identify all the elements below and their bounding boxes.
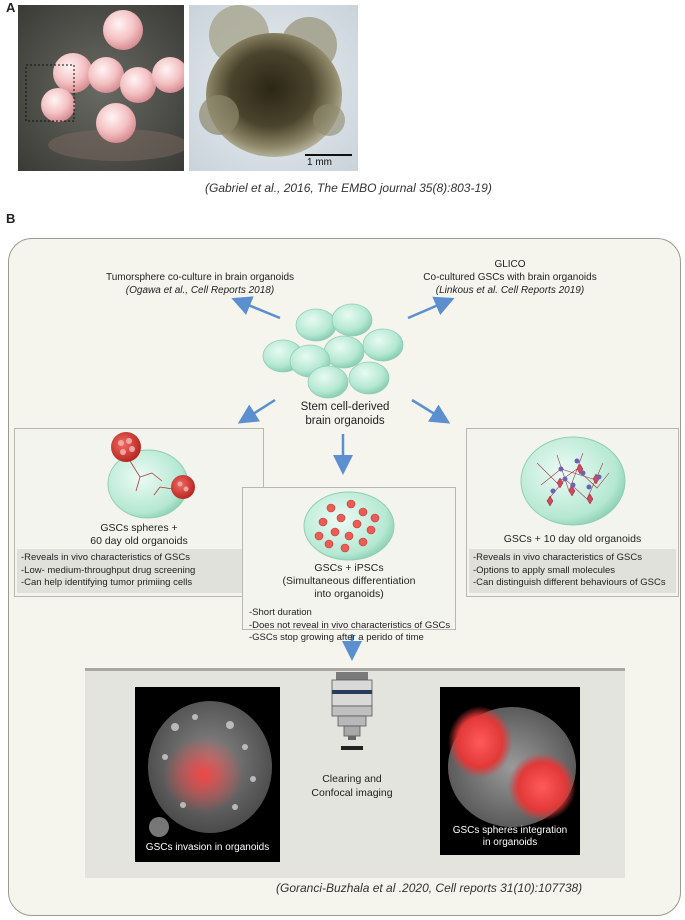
gscs-10day-box: GSCs + 10 day old organoids -Reveals in …	[466, 428, 679, 597]
gscs-ipscs-caption-3: into organoids)	[314, 588, 384, 600]
gscs-10day-illustration	[520, 436, 626, 526]
glico-citation: (Linkous et al. Cell Reports 2019)	[435, 285, 585, 296]
panel-b-citation: (Goranci-Buzhala et al .2020, Cell repor…	[276, 881, 583, 895]
bullet-item: -Low- medium-throughput drug screening	[21, 564, 196, 576]
gscs-integration-label-2: in organoids	[482, 837, 538, 848]
organoid-photo-left	[18, 5, 184, 171]
center-label-line2: brain organoids	[305, 415, 385, 427]
central-organoid-cluster	[262, 303, 404, 399]
bullet-item: -Options to apply small molecules	[473, 564, 616, 576]
gscs-spheres-caption: GSCs spheres + 60 day old organoids	[15, 522, 263, 548]
imaging-method-label: Clearing and Confocal imaging	[292, 772, 412, 800]
panel-a-label: A	[6, 0, 16, 15]
bullet-item: -GSCs stop growing after a perido of tim…	[249, 632, 424, 643]
gscs-10day-caption: GSCs + 10 day old organoids	[503, 533, 642, 545]
gscs-invasion-image: GSCs invasion in organoids	[135, 687, 280, 862]
imaging-method-line1: Clearing and	[322, 773, 382, 785]
microscope-icon	[331, 672, 373, 750]
bullet-item: -Can distinguish different behaviours of…	[473, 577, 666, 588]
bullet-item: -Can help identifying tumor primiing cel…	[21, 577, 193, 588]
center-label: Stem cell-derived brain organoids	[262, 400, 428, 428]
gscs-ipscs-caption-1: GSCs + iPSCs	[314, 562, 384, 574]
gscs-invasion-label: GSCs invasion in organoids	[145, 842, 270, 853]
gscs-spheres-box: GSCs spheres + 60 day old organoids -Rev…	[14, 428, 264, 597]
tumorsphere-citation: (Ogawa et al., Cell Reports 2018)	[125, 285, 275, 296]
glico-title: GLICO	[494, 259, 526, 270]
scale-bar-label: 1 mm	[307, 157, 332, 168]
gscs-ipscs-illustration	[303, 491, 395, 561]
gscs-ipscs-bullets: -Short duration -Does not reveal in vivo…	[245, 604, 451, 648]
bullet-item: -Reveals in vivo characteristics of GSCs	[21, 552, 190, 563]
gscs-10day-bullets: -Reveals in vivo characteristics of GSCs…	[469, 549, 676, 593]
gscs-spheres-caption-2: 60 day old organoids	[90, 535, 188, 547]
tumorsphere-title: Tumorsphere co-culture in brain organoid…	[105, 272, 295, 283]
imaging-method-line2: Confocal imaging	[311, 787, 393, 799]
organoid-photo-magnified: 1 mm	[189, 5, 358, 171]
center-label-line1: Stem cell-derived	[300, 401, 390, 413]
glico-subtitle: Co-cultured GSCs with brain organoids	[423, 272, 597, 283]
gscs-integration-image: GSCs spheres integration in organoids	[440, 687, 580, 855]
bullet-item: -Does not reveal in vivo characteristics…	[249, 619, 451, 631]
panel-a-citation: (Gabriel et al., 2016, The EMBO journal …	[205, 181, 492, 195]
gscs-integration-label-1: GSCs spheres integration	[452, 825, 568, 836]
gscs-spheres-caption-1: GSCs spheres +	[100, 522, 178, 534]
gscs-ipscs-caption: GSCs + iPSCs (Simultaneous differentiati…	[243, 562, 455, 601]
gscs-spheres-illustration	[107, 432, 195, 519]
panel-b-label: B	[6, 211, 16, 226]
bullet-item: -Short duration	[249, 607, 312, 618]
tumorsphere-method: Tumorsphere co-culture in brain organoid…	[95, 271, 305, 297]
gscs-ipscs-caption-2: (Simultaneous differentiation	[282, 575, 416, 587]
gscs-ipscs-box: GSCs + iPSCs (Simultaneous differentiati…	[242, 487, 456, 643]
gscs-integration-label: GSCs spheres integration in organoids	[440, 825, 580, 849]
bullet-item: -Reveals in vivo characteristics of GSCs	[473, 552, 642, 563]
glico-method: GLICO Co-cultured GSCs with brain organo…	[405, 258, 615, 297]
gscs-spheres-bullets: -Reveals in vivo characteristics of GSCs…	[17, 549, 260, 593]
